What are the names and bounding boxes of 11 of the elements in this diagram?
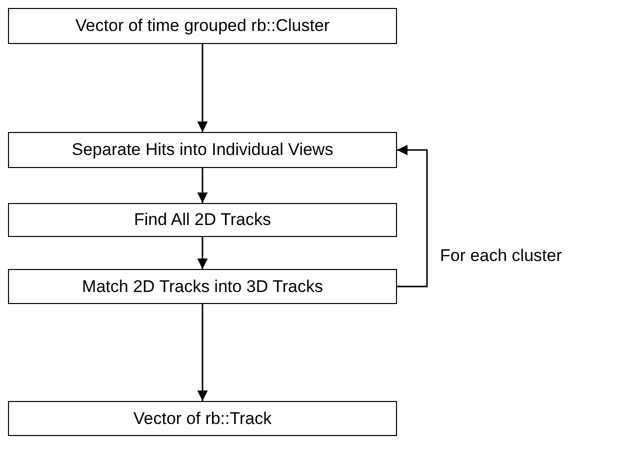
- process-box: Separate Hits into Individual Views: [8, 132, 397, 168]
- arrow: [197, 168, 208, 203]
- arrow: [197, 237, 208, 269]
- arrow: [197, 44, 208, 132]
- arrow: [197, 304, 208, 401]
- process-box: Match 2D Tracks into 3D Tracks: [8, 269, 397, 304]
- process-box: Vector of rb::Track: [8, 401, 397, 436]
- arrow: [397, 144, 428, 288]
- process-box: Vector of time grouped rb::Cluster: [8, 8, 397, 44]
- process-box: Find All 2D Tracks: [8, 203, 397, 237]
- edge-label: For each cluster: [440, 246, 562, 266]
